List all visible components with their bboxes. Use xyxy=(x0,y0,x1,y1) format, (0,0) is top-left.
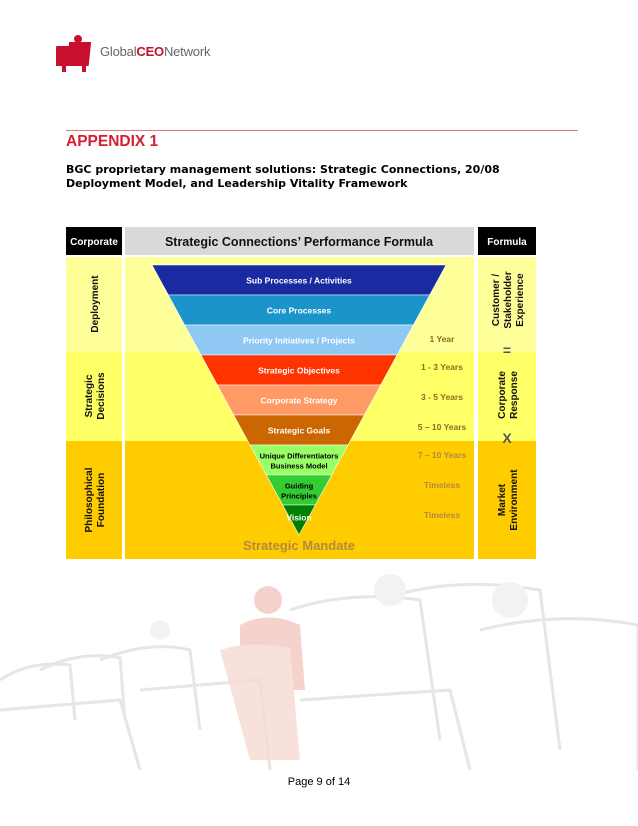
logo-emblem-icon xyxy=(56,35,92,72)
layer-label-6: Unique Differentiators xyxy=(260,452,339,461)
timeframe-3: 1 - 3 Years xyxy=(421,362,463,372)
layer-8 xyxy=(282,504,316,536)
left-label-0: Deployment xyxy=(90,275,101,333)
right-header-text: Formula xyxy=(487,237,527,248)
layer-label-8: Vision xyxy=(286,513,311,523)
performance-formula-diagram: Corporate Strategic Connections’ Perform… xyxy=(66,227,536,559)
timeframe-6: 7 – 10 Years xyxy=(418,450,467,460)
left-band-1 xyxy=(66,352,122,441)
svg-text:Deployment: Deployment xyxy=(90,275,101,333)
right-band-1 xyxy=(478,352,536,441)
svg-text:Customer /: Customer / xyxy=(491,274,502,326)
svg-text:Stakeholder: Stakeholder xyxy=(503,271,514,328)
globalceo-logo xyxy=(56,35,92,72)
logo-prefix: Global xyxy=(100,44,137,59)
center-mandate-strip xyxy=(125,530,474,559)
layer-label-7: Guiding xyxy=(285,482,314,491)
right-header-box xyxy=(478,227,536,255)
svg-text:Experience: Experience xyxy=(515,273,526,327)
layer-label-5: Strategic Goals xyxy=(268,426,331,436)
right-band-2 xyxy=(478,441,536,559)
center-header-box xyxy=(125,227,474,255)
center-header-text: Strategic Connections’ Performance Formu… xyxy=(165,235,434,249)
layer-label-3: Strategic Objectives xyxy=(258,366,340,376)
operator-0: = xyxy=(503,342,511,358)
left-band-0 xyxy=(66,257,122,352)
svg-text:Response: Response xyxy=(509,371,520,419)
layer-label-2: Priority Initiatives / Projects xyxy=(243,336,355,346)
svg-text:Corporate: Corporate xyxy=(497,371,508,419)
chairs-illustration xyxy=(0,574,638,770)
timeframe-5: 5 – 10 Years xyxy=(418,422,467,432)
right-band-0 xyxy=(478,257,536,352)
left-band-2 xyxy=(66,441,122,559)
layer-label-7: Principles xyxy=(281,492,317,501)
operator-1: X xyxy=(502,430,512,446)
page-subtitle: BGC proprietary management solutions: St… xyxy=(66,163,500,190)
svg-text:Decisions: Decisions xyxy=(96,372,107,420)
timeframe-4: 3 - 5 Years xyxy=(421,392,463,402)
header-divider xyxy=(66,130,578,131)
left-header-box xyxy=(66,227,122,255)
logo-bold: CEO xyxy=(136,44,164,59)
timeframe-7: Timeless xyxy=(424,480,461,490)
bottom-label: Strategic Mandate xyxy=(243,538,355,553)
layer-label-1: Core Processes xyxy=(267,306,332,316)
layer-label-4: Corporate Strategy xyxy=(261,396,338,406)
svg-text:Market: Market xyxy=(497,483,508,516)
svg-text:Philosophical: Philosophical xyxy=(84,467,95,532)
page-number: Page 9 of 14 xyxy=(287,776,351,788)
logo-suffix: Network xyxy=(163,44,211,59)
timeframe-8: Timeless xyxy=(424,510,461,520)
layer-label-6: Business Model xyxy=(270,462,327,471)
appendix-title: APPENDIX 1 xyxy=(66,133,159,150)
timeframe-2: 1 Year xyxy=(430,334,456,344)
left-header-text: Corporate xyxy=(70,237,118,248)
logo-wordmark: GlobalCEONetwork xyxy=(100,44,210,59)
layer-label-0: Sub Processes / Activities xyxy=(246,276,352,286)
svg-text:Foundation: Foundation xyxy=(96,473,107,527)
svg-text:Strategic: Strategic xyxy=(84,374,95,417)
svg-text:Environment: Environment xyxy=(509,469,520,531)
